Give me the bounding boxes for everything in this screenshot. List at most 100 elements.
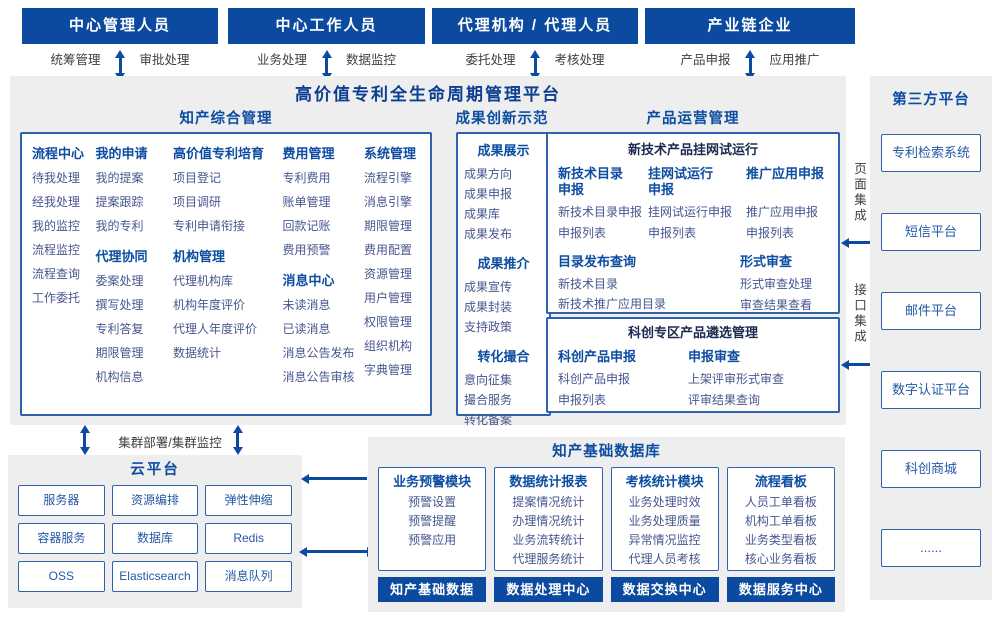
cloud-service-box: Redis	[205, 523, 292, 554]
cloud-service-box: OSS	[18, 561, 105, 592]
data-center-box: 数据服务中心	[726, 577, 835, 602]
inner-box-title: 科创专区产品遴选管理	[627, 325, 758, 340]
group-header: 科创产品申报	[558, 349, 637, 364]
page-integration-label: 页面集成	[852, 162, 866, 224]
group-header: 消息中心	[282, 273, 335, 288]
menu-item: 提案跟踪	[95, 195, 144, 209]
group-header: 申报审查	[688, 349, 741, 364]
menu-item: 人员工单看板	[744, 495, 817, 509]
menu-item: 业务处理质量	[628, 514, 701, 528]
menu-item: 代理人员考核	[628, 552, 701, 566]
achievement-box: 成果展示 成果方向成果申报成果库成果发布 成果推介 成果宣传成果封装支持政策 转…	[456, 132, 551, 427]
menu-item: 申报列表	[648, 226, 697, 240]
menu-item: 项目登记	[173, 171, 222, 185]
menu-item: 审查结果查看	[740, 298, 813, 312]
menu-item: 评审结果查询	[688, 393, 761, 407]
menu-item: 数据统计	[173, 346, 222, 360]
menu-item: 机构年度评价	[173, 298, 246, 312]
new-tech-trial-box: 新技术产品挂网试运行 新技术目录 申报 新技术目录申报申报列表 挂网试运行 申报…	[546, 132, 840, 331]
menu-item: 权限管理	[364, 315, 413, 329]
data-center-box: 知产基础数据	[378, 577, 487, 602]
menu-item: 已读消息	[282, 322, 331, 336]
menu-item: 预警设置	[408, 495, 457, 509]
data-center-box: 数据处理中心	[494, 577, 603, 602]
menu-item: 经我处理	[32, 195, 81, 209]
menu-item: 我的专利	[95, 219, 144, 233]
menu-item: 账单管理	[282, 195, 331, 209]
menu-item: 未读消息	[282, 298, 331, 312]
horizontal-double-arrow-icon	[849, 363, 871, 366]
group-header: 形式审查	[740, 254, 793, 269]
vertical-double-arrow-icon	[236, 433, 239, 447]
actor-group: 代理机构 / 代理人员 委托处理 考核处理	[432, 8, 638, 73]
menu-item: 上架评审形式审查	[688, 372, 785, 386]
group-header: 代理协同	[95, 249, 148, 264]
menu-item: 代理人年度评价	[173, 322, 258, 336]
actor-role-left-label: 业务处理	[256, 53, 307, 67]
menu-item: 申报列表	[558, 226, 607, 240]
menu-item: 成果方向	[464, 167, 513, 181]
group-header: 业务预警模块	[393, 474, 472, 489]
menu-item: 新技术目录申报	[558, 205, 643, 219]
actor-title-bar: 中心管理人员	[22, 8, 218, 44]
cloud-service-box: 资源编排	[111, 485, 199, 516]
menu-item: 期限管理	[364, 219, 413, 233]
left-arrow-icon	[309, 477, 367, 480]
db-module-assessment: 考核统计模块 业务处理时效业务处理质量异常情况监控代理人员考核	[610, 467, 719, 571]
group-header: 流程中心	[32, 146, 85, 161]
ip-column-cultivation: 高价值专利培育 项目登记项目调研专利申请衔接 机构管理 代理机构库机构年度评价代…	[173, 142, 279, 406]
menu-item: 转化备案	[464, 413, 513, 427]
menu-item: 撮合服务	[464, 393, 513, 407]
actor-role-right-label: 审批处理	[139, 53, 190, 67]
actor-role-left-label: 委托处理	[465, 53, 516, 67]
menu-item: 申报列表	[558, 393, 607, 407]
menu-item: 流程引擎	[364, 171, 413, 185]
cloud-service-box: Elasticsearch	[111, 561, 199, 592]
menu-item: 专利费用	[282, 171, 331, 185]
vertical-double-arrow-icon	[83, 433, 86, 447]
cloud-platform-title: 云平台	[130, 462, 180, 478]
menu-item: 消息公告发布	[282, 346, 355, 360]
group-header: 我的申请	[95, 146, 148, 161]
menu-item: 新技术推广应用目录	[558, 297, 667, 311]
menu-item: 异常情况监控	[628, 533, 701, 547]
menu-item: 期限管理	[95, 346, 144, 360]
menu-item: 意向征集	[464, 373, 513, 387]
ip-column-system: 系统管理 流程引擎消息引擎期限管理费用配置资源管理用户管理权限管理组织机构字典管…	[364, 142, 420, 406]
menu-item: 业务处理时效	[628, 495, 701, 509]
menu-item: 核心业务看板	[744, 552, 817, 566]
ip-management-box: 流程中心 待我处理经我处理我的监控流程监控流程查询工作委托 我的申请 我的提案提…	[20, 132, 432, 416]
menu-item: 委案处理	[95, 274, 144, 288]
group-header: 高价值专利培育	[173, 146, 265, 161]
actor-role-labels: 产品申报 应用推广	[645, 49, 855, 73]
group-header: 机构管理	[173, 249, 226, 264]
ip-column-process: 流程中心 待我处理经我处理我的监控流程监控流程查询工作委托	[32, 142, 92, 406]
menu-item: 待我处理	[32, 171, 81, 185]
menu-item: 成果封装	[464, 300, 513, 314]
platform-title: 高价值专利全生命周期管理平台	[295, 85, 561, 104]
menu-item: 申报列表	[746, 226, 795, 240]
actor-role-labels: 业务处理 数据监控	[228, 49, 425, 73]
actor-title-bar: 中心工作人员	[228, 8, 425, 44]
cloud-service-box: 弹性伸缩	[205, 485, 292, 516]
menu-item: 项目调研	[173, 195, 222, 209]
menu-item: 回款记账	[282, 219, 331, 233]
ip-database-title: 知产基础数据库	[552, 444, 661, 460]
platform-panel: 高价值专利全生命周期管理平台 知产综合管理 成果创新示范 产品运营管理 流程中心…	[10, 76, 846, 427]
menu-item: 挂网试运行申报	[648, 205, 733, 219]
cloud-service-box: 容器服务	[18, 523, 105, 554]
group-header: 挂网试运行 申报	[648, 166, 714, 197]
menu-item: 成果宣传	[464, 280, 513, 294]
cluster-label: 集群部署/集群监控	[118, 436, 222, 450]
inner-box-title: 新技术产品挂网试运行	[627, 142, 758, 157]
third-party-system-box: ......	[881, 529, 981, 567]
menu-item: 资源管理	[364, 267, 413, 281]
menu-item: 成果库	[464, 207, 501, 221]
menu-item: 字典管理	[364, 363, 413, 377]
third-party-system-box: 专利检索系统	[881, 134, 981, 172]
menu-item: 预警提醒	[408, 514, 457, 528]
menu-item: 工作委托	[32, 291, 81, 305]
actor-role-right-label: 考核处理	[554, 53, 605, 67]
api-integration-label: 接口集成	[852, 283, 866, 345]
